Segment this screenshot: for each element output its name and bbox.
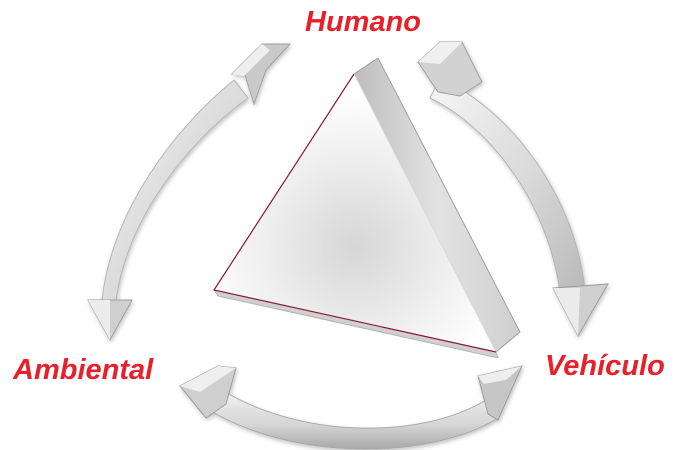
label-ambiental: Ambiental xyxy=(13,354,154,386)
arrow-band xyxy=(101,79,249,301)
arrow-ambiental-vehiculo xyxy=(179,365,523,450)
arrow-band xyxy=(205,389,499,450)
arrow-humano-ambiental xyxy=(87,43,292,342)
arrow-humano-vehiculo xyxy=(417,41,609,338)
label-vehiculo: Vehículo xyxy=(545,350,665,382)
label-humano: Humano xyxy=(305,6,421,38)
center-triangle xyxy=(213,57,521,359)
triangle-edge xyxy=(213,73,497,353)
